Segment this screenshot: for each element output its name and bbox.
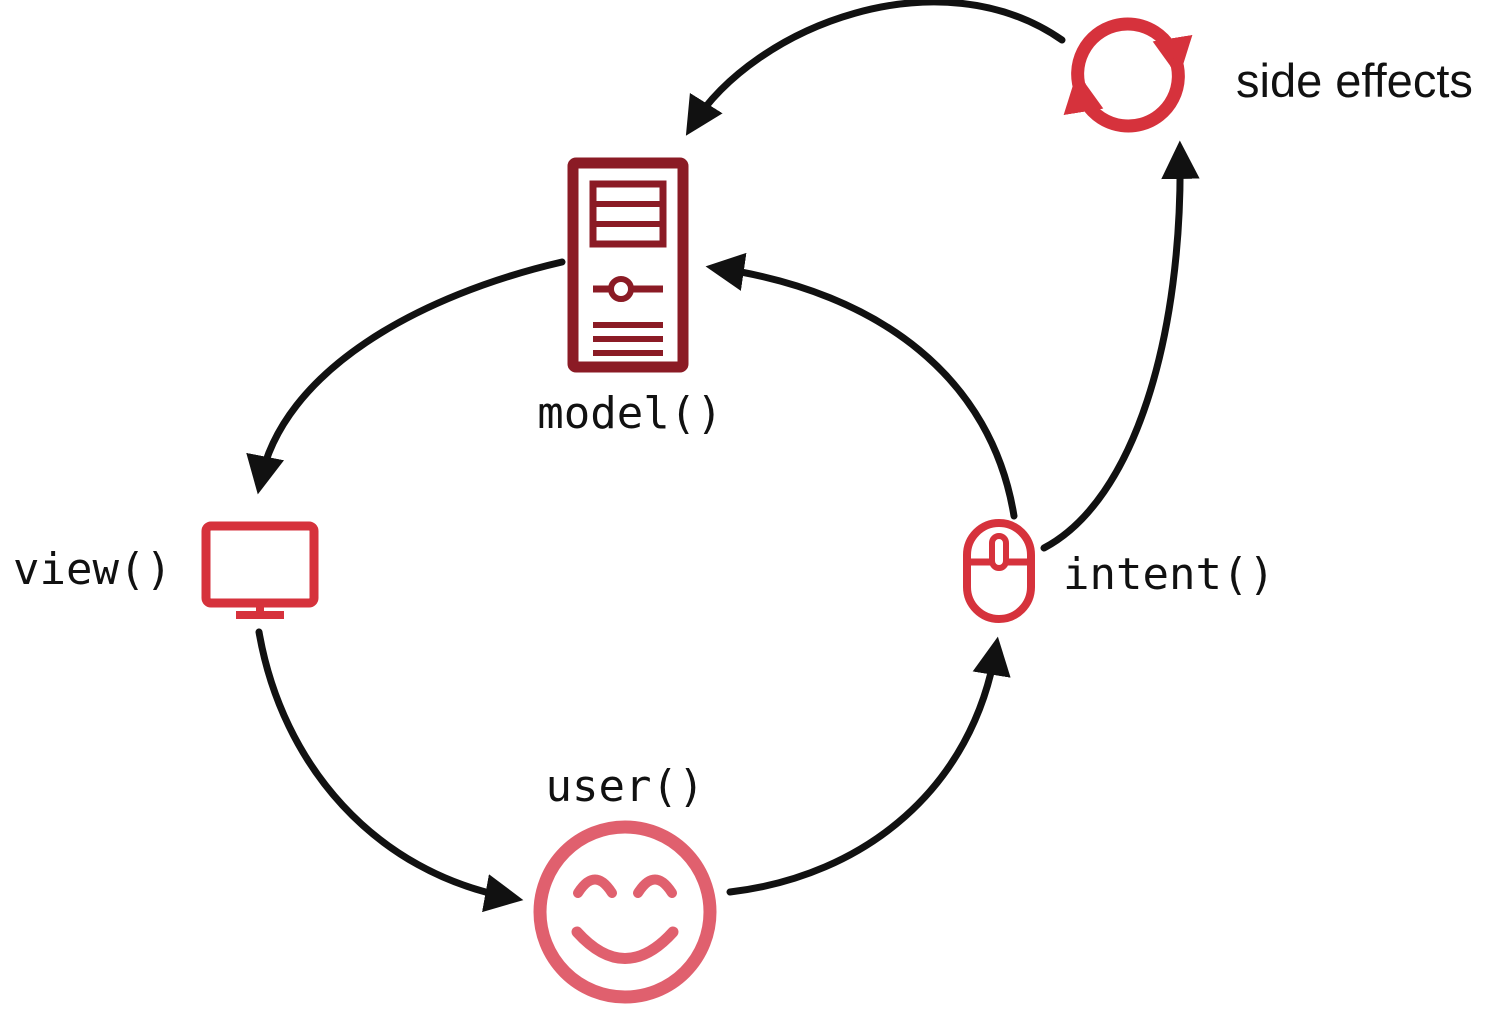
user-node: user() xyxy=(533,761,717,1004)
mouse-icon xyxy=(963,519,1035,623)
arrow-model-to-view xyxy=(246,258,566,495)
arrow-intent-to-model xyxy=(705,252,1018,520)
side-effects-label: side effects xyxy=(1236,54,1473,107)
side-effects-node: side effects xyxy=(1063,17,1473,133)
server-icon xyxy=(567,157,689,373)
arrow-side-effects-to-model xyxy=(685,0,1066,136)
view-label: view() xyxy=(13,544,172,595)
user-label: user() xyxy=(546,761,705,812)
intent-node: intent() xyxy=(963,519,1275,623)
sync-arrows-icon xyxy=(1063,17,1193,133)
smiley-face-icon xyxy=(533,820,717,1004)
view-node: view() xyxy=(13,521,319,619)
arrow-user-to-intent xyxy=(726,636,1011,896)
arrow-view-to-user xyxy=(255,628,524,913)
model-node: model() xyxy=(537,157,723,439)
arrow-intent-to-side-effects xyxy=(1040,140,1200,552)
monitor-icon xyxy=(201,521,319,619)
model-label: model() xyxy=(537,388,722,439)
intent-label: intent() xyxy=(1063,549,1275,600)
